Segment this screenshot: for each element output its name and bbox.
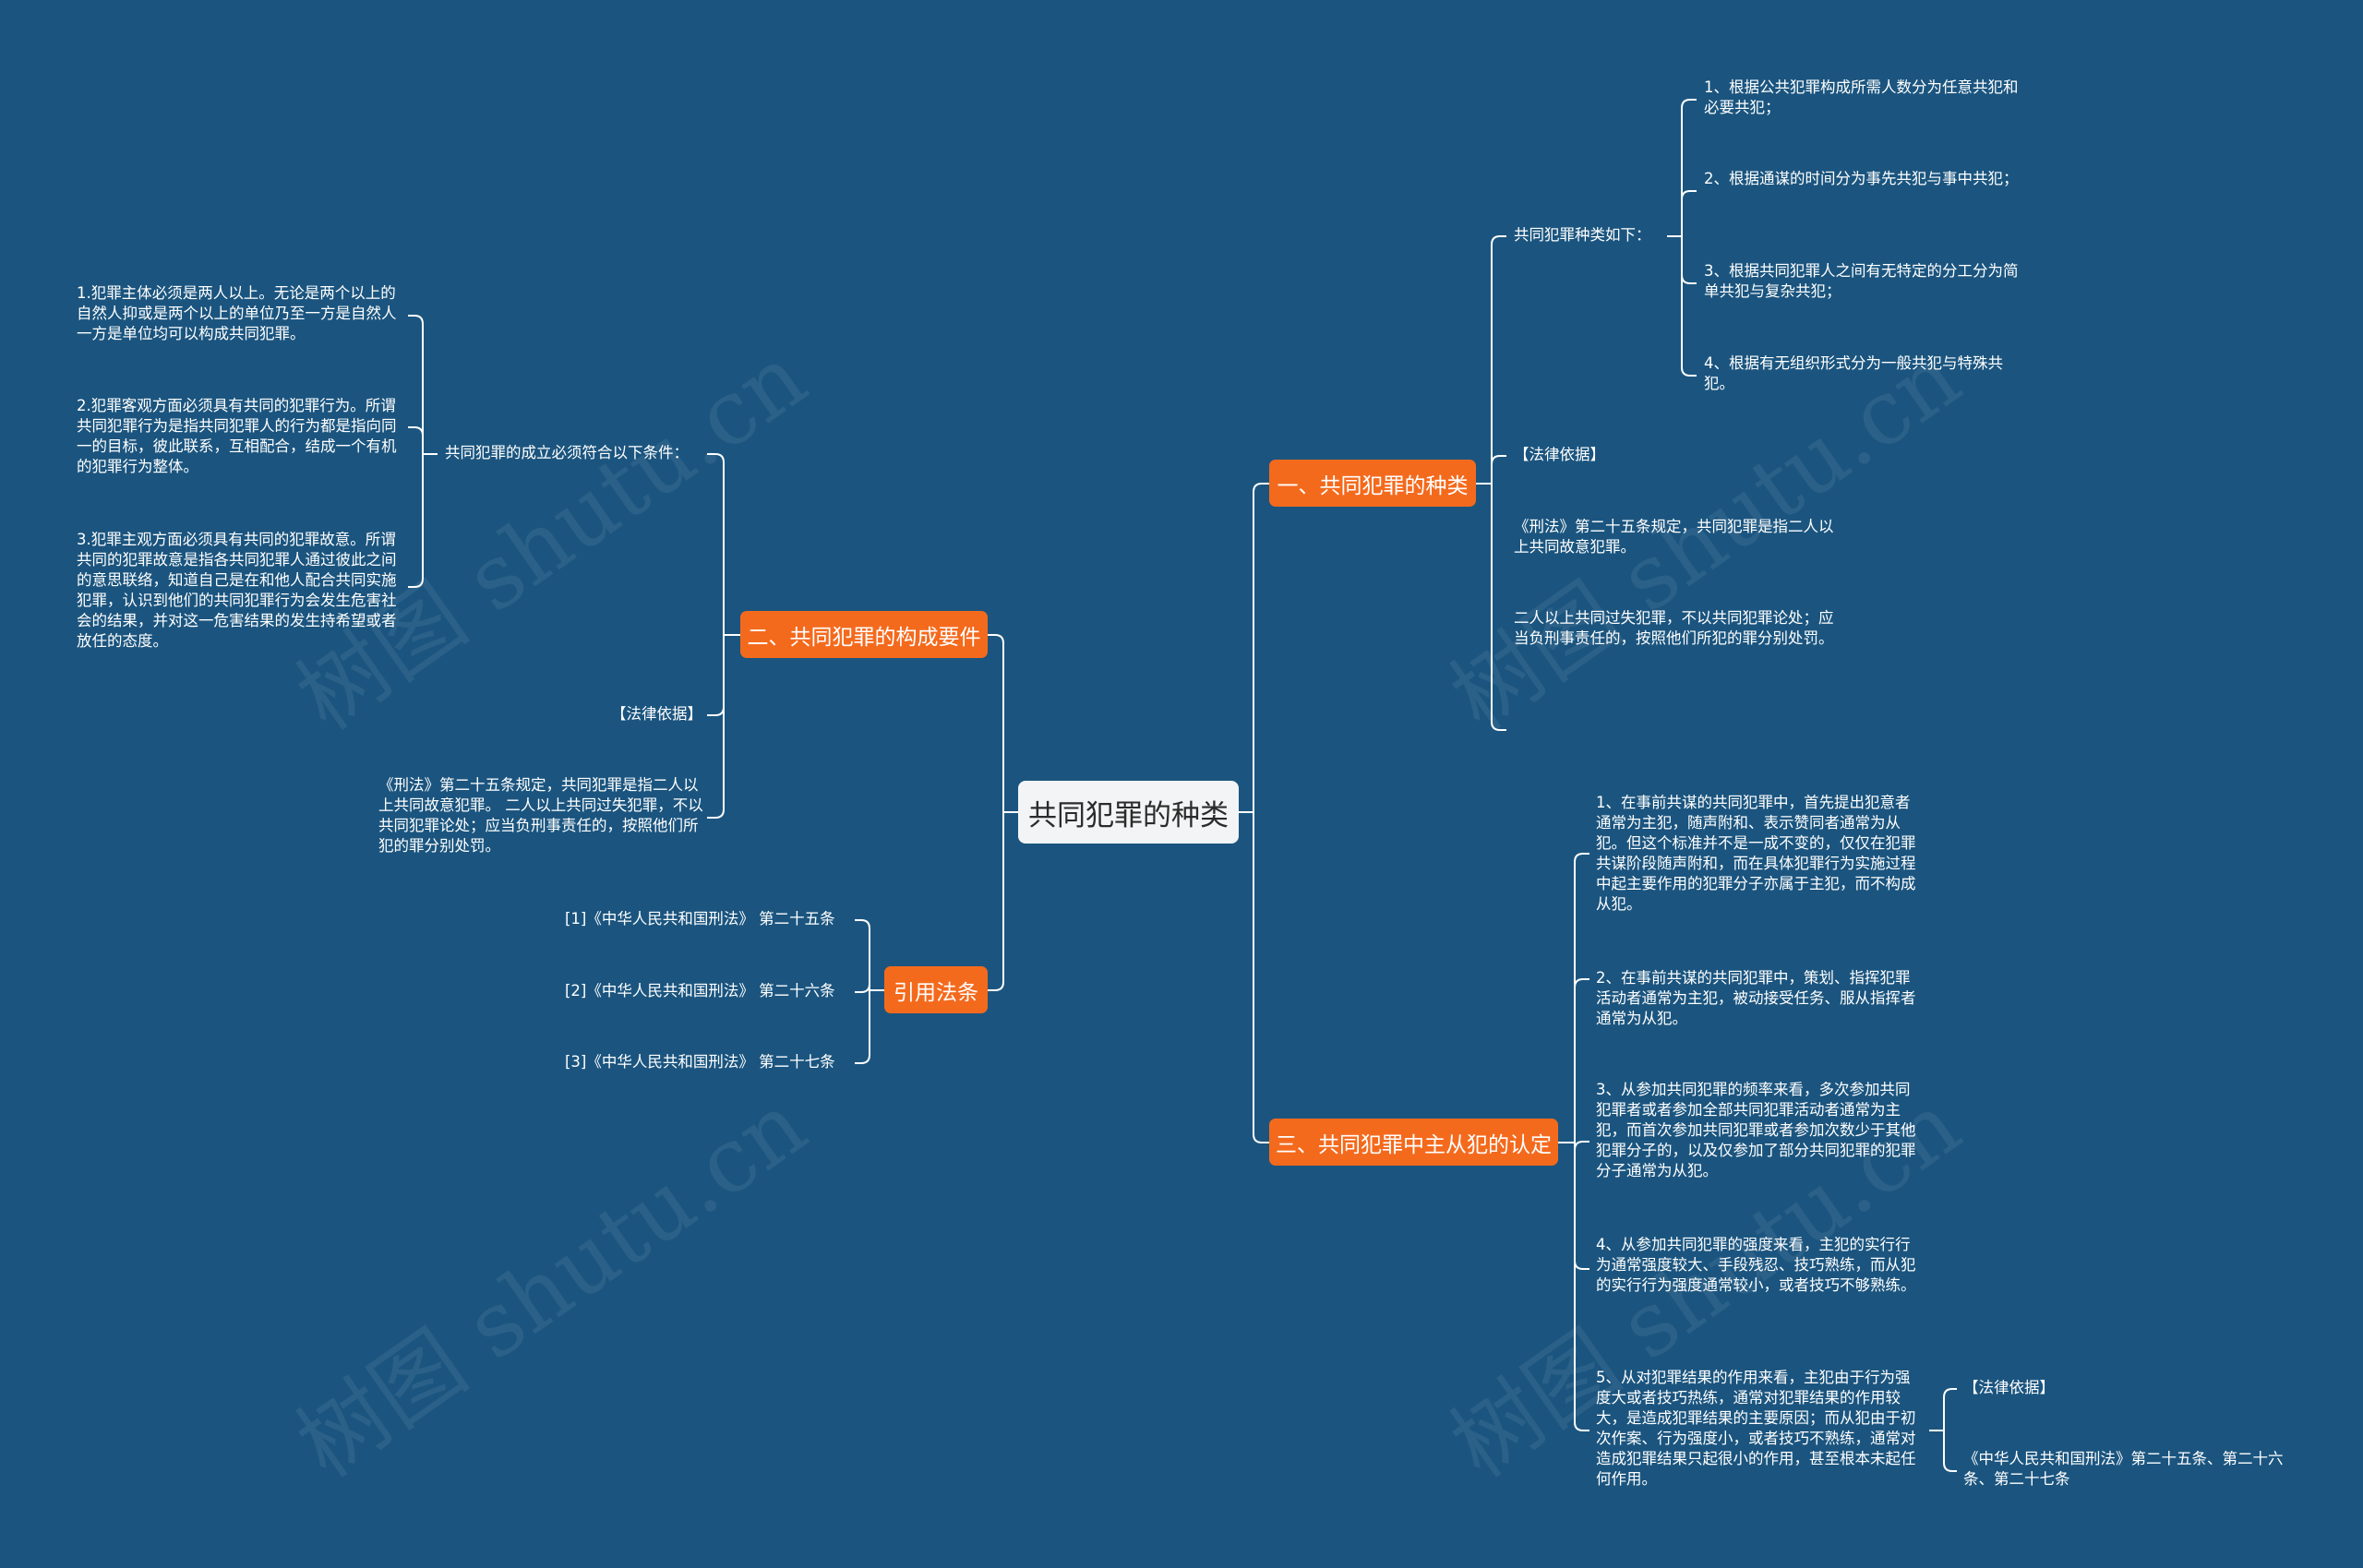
connector-line [1574, 1141, 1589, 1151]
connector-line [988, 634, 1004, 644]
condition-item: 2.犯罪客观方面必须具有共同的犯罪行为。所谓共同犯罪行为是指共同犯罪人的行为都是… [77, 397, 397, 475]
connector-line [707, 808, 725, 819]
connector-line [1574, 1421, 1589, 1431]
law-reference: [1]《中华人民共和国刑法》 第二十五条 [565, 910, 835, 928]
legal-basis-label: 【法律依据】 [1963, 1379, 2055, 1396]
law-text: 《中华人民共和国刑法》第二十五条、第二十六条、第二十七条 [1963, 1450, 2284, 1488]
connector-line [1491, 721, 1506, 731]
connector-line [707, 453, 725, 463]
types-intro: 共同犯罪种类如下： [1514, 226, 1651, 244]
rule-item: 1、在事前共谋的共同犯罪中，首先提出犯意者通常为主犯，随声附和、表示赞同者通常为… [1596, 794, 1916, 913]
connector-line [1574, 1260, 1589, 1270]
connector-line [1491, 455, 1506, 465]
branch-principal-accessory[interactable]: 三、共同犯罪中主从犯的认定 [1269, 1119, 1558, 1166]
condition-item: 1.犯罪主体必须是两人以上。无论是两个以上的自然人抑或是两个以上的单位乃至一方是… [77, 284, 397, 342]
connector-line [1681, 366, 1697, 377]
law-text: 《刑法》第二十五条规定，共同犯罪是指二人以上共同故意犯罪。 二人以上共同过失犯罪… [378, 776, 703, 855]
type-item: 4、根据有无组织形式分为一般共犯与特殊共犯。 [1704, 354, 2003, 392]
type-item: 2、根据通谋的时间分为事先共犯与事中共犯； [1704, 170, 2019, 187]
connector-line [707, 706, 725, 716]
rule-item: 3、从参加共同犯罪的频率来看，多次参加共同犯罪者或者参加全部共同犯罪活动者通常为… [1596, 1081, 1916, 1179]
connector-line [408, 315, 424, 325]
legal-basis-label: 【法律依据】 [611, 705, 702, 723]
law-reference: [2]《中华人民共和国刑法》 第二十六条 [565, 982, 835, 999]
rule-item: 4、从参加共同犯罪的强度来看，主犯的实行行为通常强度较大、手段残忍、技巧熟练，而… [1596, 1236, 1916, 1294]
connector-line [1943, 1388, 1957, 1398]
connector-line [855, 983, 870, 993]
connector-line [855, 1054, 870, 1064]
connector-line [1491, 235, 1506, 245]
conditions-intro: 共同犯罪的成立必须符合以下条件： [445, 444, 689, 461]
type-item: 3、根据共同犯罪人之间有无特定的分工分为简单共犯与复杂共犯； [1704, 262, 2019, 300]
law-text: 《刑法》第二十五条规定，共同犯罪是指二人以上共同故意犯罪。 [1514, 518, 1834, 556]
root-node[interactable]: 共同犯罪的种类 [1018, 781, 1239, 844]
connector-line [1681, 99, 1697, 109]
rule-item: 2、在事前共谋的共同犯罪中，策划、指挥犯罪活动者通常为主犯，被动接受任务、服从指… [1596, 969, 1916, 1027]
law-reference: [3]《中华人民共和国刑法》 第二十七条 [565, 1053, 835, 1071]
connector-line [855, 919, 870, 929]
branch-types[interactable]: 一、共同犯罪的种类 [1269, 460, 1476, 507]
connector-line [988, 981, 1004, 991]
connector-line [1574, 978, 1589, 988]
connector-line [1253, 1133, 1269, 1143]
branch-elements[interactable]: 二、共同犯罪的构成要件 [740, 611, 988, 658]
law-text: 二人以上共同过失犯罪，不以共同犯罪论处；应当负刑事责任的，按照他们所犯的罪分别处… [1514, 609, 1834, 647]
condition-item: 3.犯罪主观方面必须具有共同的犯罪故意。所谓共同的犯罪故意是指各共同犯罪人通过彼… [77, 531, 397, 650]
connector-line [1574, 853, 1589, 863]
connector-line [1681, 190, 1697, 200]
connector-line [1681, 274, 1697, 284]
legal-basis-label: 【法律依据】 [1514, 446, 1605, 463]
branch-cited-laws[interactable]: 引用法条 [884, 966, 988, 1013]
connector-line [408, 426, 424, 437]
type-item: 1、根据公共犯罪构成所需人数分为任意共犯和必要共犯； [1704, 78, 2019, 116]
connector-line [408, 578, 424, 588]
connector-line [1943, 1462, 1957, 1472]
rule-item: 5、从对犯罪结果的作用来看，主犯由于行为强度大或者技巧热练，通常对犯罪结果的作用… [1596, 1369, 1916, 1488]
connector-line [1253, 483, 1269, 493]
